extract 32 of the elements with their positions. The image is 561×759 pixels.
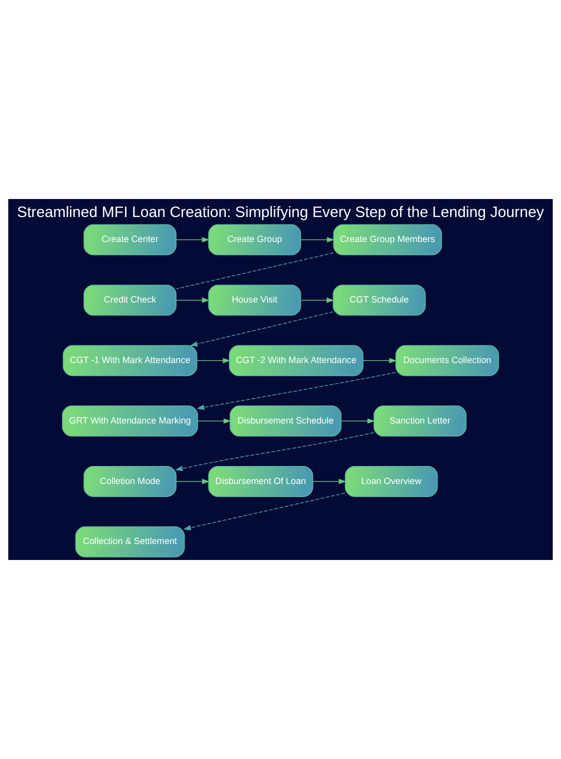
node-box: Disbursement Schedule [230,406,342,437]
node-box: Collection & Settlement [75,526,185,558]
node-box: Disbursement Of Loan [208,466,314,497]
arrow [175,432,374,472]
connector [176,252,334,290]
arrow [196,358,230,364]
node-box: GRT With Attendance Marking [62,406,198,437]
arrow [197,418,232,424]
arrow [190,312,334,347]
node-box: Loan Overview [344,466,438,497]
arrow [176,298,210,303]
node-box: House Visit [208,284,302,316]
arrow [176,478,210,484]
node-box: CGT -2 With Mark Attendance [228,345,364,376]
arrow [312,478,346,484]
arrow [176,237,210,242]
node-box: Create Group [208,224,302,256]
node-box: Sanction Letter [374,406,466,437]
arrow [300,237,334,242]
arrow [183,492,346,530]
arrow [362,358,397,364]
arrow [340,418,376,424]
node-box: Create Group Members [333,224,442,256]
node-box: CGT -1 With Mark Attendance [62,345,198,376]
node-box: Documents Collection [395,345,499,376]
node-box: CGT Schedule [332,284,426,316]
node-box: Credit Check [84,284,176,316]
node-box: Create Center [84,224,176,256]
diagram-title: Streamlined MFI Loan Creation: Simplifying Every Step of the Lending Journey [17,204,544,222]
arrow [300,298,334,303]
arrow [196,372,396,410]
node-box: Colletion Mode [84,466,176,497]
